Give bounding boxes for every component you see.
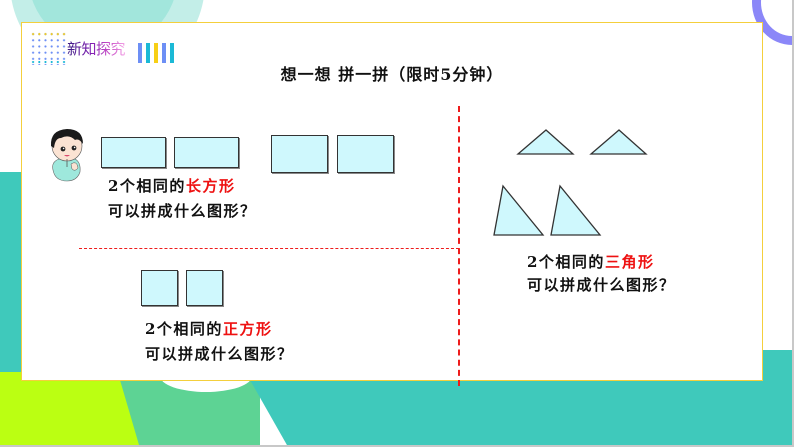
square-question: 2个相同的正方形 可以拼成什么图形？ — [145, 317, 294, 367]
slide-card: 新知探究 想一想 拼一拼（限时5分钟） 2个相同的长方形 可以拼成什么图形？ — [21, 22, 763, 386]
section-badge: 新知探究 — [30, 31, 190, 67]
question-line2: 可以拼成什么图形？ — [145, 345, 294, 363]
question-prefix: 2个相同的 — [108, 177, 186, 195]
square-shape — [186, 270, 223, 306]
rectangle-question: 2个相同的长方形 可以拼成什么图形？ — [108, 174, 257, 224]
section-badge-label: 新知探究 — [67, 40, 126, 58]
triangle-shapes — [493, 129, 648, 236]
highlight-keyword: 长方形 — [185, 177, 236, 195]
rectangle-shape — [174, 137, 239, 168]
question-prefix: 2个相同的 — [527, 253, 605, 271]
boy-character-icon — [50, 129, 83, 182]
bg-teal-band-right — [763, 350, 794, 447]
bar-icon — [146, 43, 150, 63]
highlight-keyword: 正方形 — [222, 320, 273, 338]
rectangle-shape — [337, 135, 394, 173]
triangle-shape — [589, 129, 648, 155]
bar-icon — [162, 43, 166, 63]
slide-edge-right — [792, 0, 794, 447]
dot-row-cyan — [30, 59, 68, 65]
bar-icon — [170, 43, 174, 63]
bg-teal-band-bottom — [250, 380, 794, 447]
page-title: 想一想 拼一拼（限时5分钟） — [280, 65, 504, 84]
question-line2: 可以拼成什么图形？ — [108, 202, 257, 220]
triangle-shape — [516, 129, 575, 155]
question-prefix: 2个相同的 — [145, 320, 223, 338]
slide-edge-bottom — [0, 445, 794, 447]
question-line2: 可以拼成什么图形？ — [527, 276, 676, 294]
highlight-keyword: 三角形 — [604, 253, 655, 271]
bar-icon — [154, 43, 158, 63]
bg-lime-block — [0, 372, 140, 447]
dot-row-yellow — [30, 31, 68, 36]
square-shape — [141, 270, 178, 306]
bar-icon — [138, 43, 142, 63]
triangle-shape — [550, 184, 602, 236]
triangle-question: 2个相同的三角形 可以拼成什么图形？ — [527, 251, 676, 297]
horizontal-divider — [79, 248, 459, 249]
triangle-shape — [493, 184, 545, 236]
rectangle-shape — [101, 137, 166, 168]
bg-green-strip — [120, 380, 260, 447]
bar-decoration — [138, 43, 174, 63]
rectangle-shape — [271, 135, 328, 173]
vertical-divider — [458, 106, 460, 386]
